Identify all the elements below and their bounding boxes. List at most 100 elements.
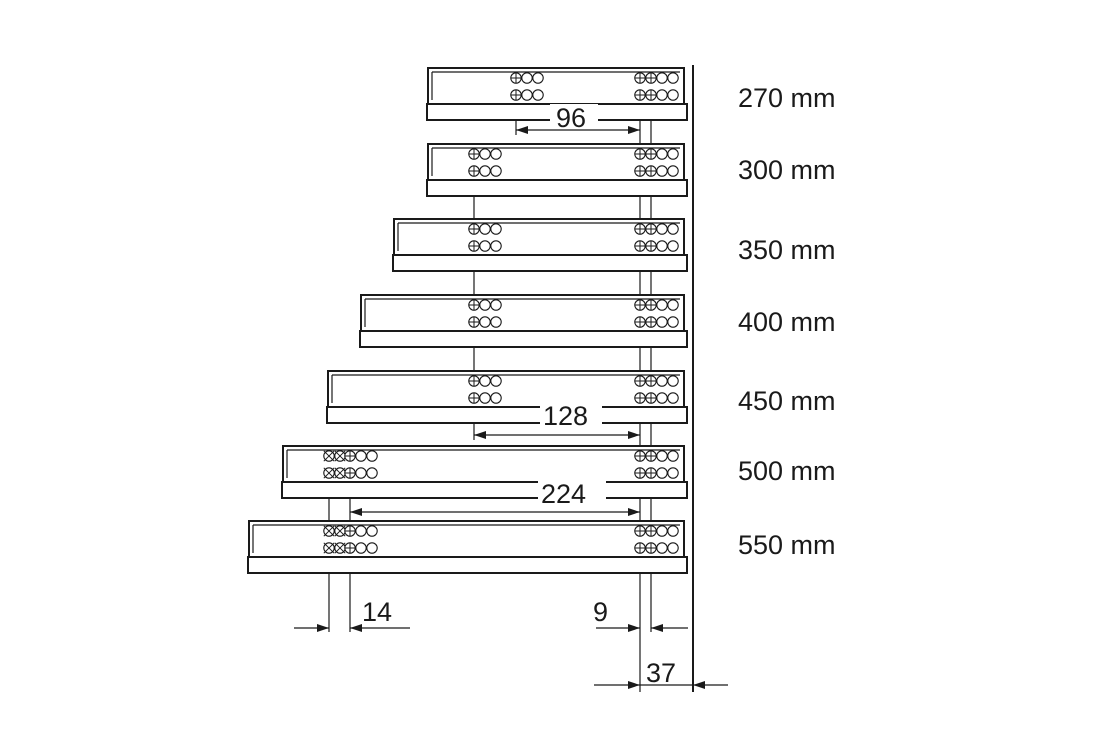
dimension-128-label: 128 xyxy=(543,401,588,431)
slide-profile-450 xyxy=(326,370,688,424)
slide-profile-500 xyxy=(281,445,688,499)
dimension-37-label: 37 xyxy=(646,658,676,688)
length-label-350: 350 mm xyxy=(738,235,836,265)
dimension-128: 128 xyxy=(474,400,640,439)
length-label-300: 300 mm xyxy=(738,155,836,185)
mounting-hole xyxy=(490,375,502,387)
mounting-hole xyxy=(479,148,491,160)
mounting-hole xyxy=(667,316,679,328)
mounting-hole xyxy=(656,89,668,101)
dimension-224: 224 xyxy=(350,478,640,516)
mounting-hole xyxy=(355,525,367,537)
dimension-96-label: 96 xyxy=(556,103,586,133)
length-label-450: 450 mm xyxy=(738,386,836,416)
mounting-hole xyxy=(667,148,679,160)
slide-profile-550 xyxy=(247,520,688,574)
length-label-270: 270 mm xyxy=(738,83,836,113)
mounting-hole xyxy=(355,450,367,462)
slide-upper-rail xyxy=(248,520,685,558)
mounting-hole xyxy=(656,375,668,387)
mounting-hole xyxy=(521,72,533,84)
slide-profile-400 xyxy=(359,294,688,348)
mounting-hole xyxy=(355,467,367,479)
mounting-hole xyxy=(366,542,378,554)
hole-crosshair xyxy=(334,467,346,479)
hole-crosshair xyxy=(323,542,335,554)
mounting-hole xyxy=(656,467,668,479)
mounting-hole xyxy=(479,299,491,311)
mounting-hole xyxy=(490,223,502,235)
mounting-hole xyxy=(479,223,491,235)
slide-profile-300 xyxy=(426,143,688,197)
mounting-hole xyxy=(479,165,491,177)
slide-profile-350 xyxy=(392,218,688,272)
mounting-hole xyxy=(656,392,668,404)
hole-crosshair xyxy=(334,525,346,537)
mounting-hole xyxy=(667,467,679,479)
slide-upper-rail xyxy=(360,294,685,332)
slide-upper-rail xyxy=(427,143,685,181)
mounting-hole xyxy=(521,89,533,101)
mounting-hole xyxy=(490,392,502,404)
mounting-hole xyxy=(490,299,502,311)
mounting-hole xyxy=(479,392,491,404)
mounting-hole xyxy=(667,223,679,235)
hole-crosshair xyxy=(334,450,346,462)
length-label-400: 400 mm xyxy=(738,307,836,337)
slide-bottom-rail xyxy=(326,406,688,424)
hole-crosshair xyxy=(323,525,335,537)
mounting-hole xyxy=(667,375,679,387)
mounting-hole xyxy=(366,467,378,479)
mounting-hole xyxy=(667,72,679,84)
mounting-hole xyxy=(366,525,378,537)
slide-upper-rail xyxy=(427,67,685,105)
slide-bottom-rail xyxy=(392,254,688,272)
mounting-hole xyxy=(667,392,679,404)
slide-bottom-rail xyxy=(359,330,688,348)
mounting-hole xyxy=(490,165,502,177)
dimension-9-label: 9 xyxy=(593,597,608,627)
mounting-hole xyxy=(479,240,491,252)
mounting-hole xyxy=(656,148,668,160)
mounting-hole xyxy=(532,72,544,84)
mounting-hole xyxy=(656,240,668,252)
mounting-hole xyxy=(667,240,679,252)
mounting-hole xyxy=(355,542,367,554)
mounting-hole xyxy=(490,240,502,252)
mounting-hole xyxy=(656,450,668,462)
mounting-hole xyxy=(656,542,668,554)
dimension-9: 9 xyxy=(593,597,688,632)
mounting-hole xyxy=(479,316,491,328)
mounting-hole xyxy=(656,316,668,328)
mounting-hole xyxy=(667,525,679,537)
slide-upper-rail xyxy=(327,370,685,408)
mounting-hole xyxy=(656,223,668,235)
mounting-hole xyxy=(667,542,679,554)
slide-bottom-rail xyxy=(247,556,688,574)
hole-crosshair xyxy=(334,542,346,554)
slide-bottom-rail xyxy=(281,481,688,499)
mounting-hole xyxy=(490,316,502,328)
dimension-96: 96 xyxy=(516,103,640,134)
dimension-14: 14 xyxy=(294,597,410,632)
mounting-hole xyxy=(656,525,668,537)
dimension-224-label: 224 xyxy=(541,479,586,509)
hole-crosshair xyxy=(323,467,335,479)
mounting-hole xyxy=(667,450,679,462)
mounting-hole xyxy=(490,148,502,160)
length-label-550: 550 mm xyxy=(738,530,836,560)
dimension-14-label: 14 xyxy=(362,597,392,627)
mounting-hole xyxy=(667,299,679,311)
mounting-hole xyxy=(479,375,491,387)
length-label-500: 500 mm xyxy=(738,456,836,486)
mounting-hole xyxy=(656,299,668,311)
dimension-37: 37 xyxy=(594,658,728,689)
mounting-hole xyxy=(656,165,668,177)
hole-crosshair xyxy=(323,450,335,462)
mounting-hole xyxy=(667,165,679,177)
mounting-hole xyxy=(667,89,679,101)
mounting-hole xyxy=(366,450,378,462)
mounting-hole xyxy=(532,89,544,101)
mounting-hole xyxy=(656,72,668,84)
